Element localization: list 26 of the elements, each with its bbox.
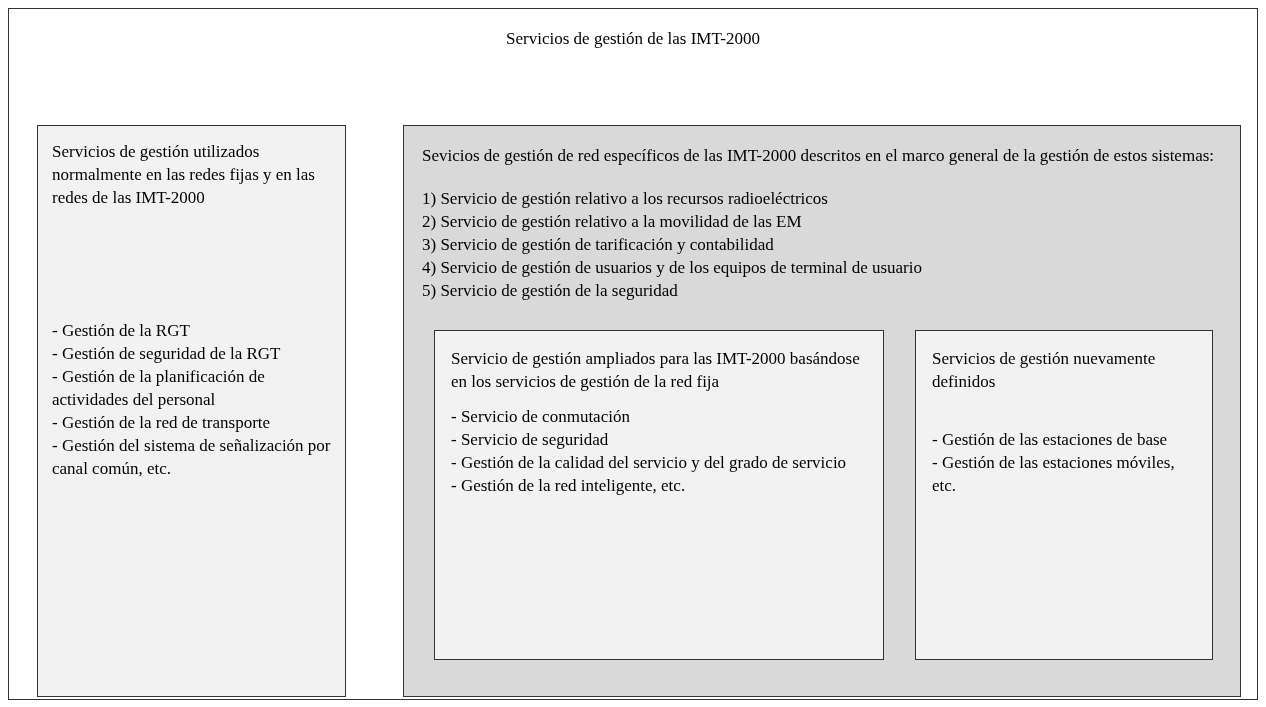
list-item: 5) Servicio de gestión de la seguridad [422,280,679,302]
list-item: - Gestión de las estaciones móviles, etc. [932,452,1176,497]
list-item: 3) Servicio de gestión de tarificación y contabilidad [422,234,775,256]
panel-heading: Servicios de gestión utilizados normalmente en las redes fijas y en las redes de las IMT-2000 [52,141,316,209]
list-item: 1) Servicio de gestión relativo a los recursos radioeléctricos [422,188,829,210]
list-item: - Gestión del sistema de señalización por canal común, etc. [52,435,331,480]
list-item: - Servicio de conmutación [451,406,631,428]
panel-heading: Servicio de gestión ampliados para las IMT-2000 basándose en los servicios de gestión de la red fija [451,348,861,393]
list-item: - Gestión de seguridad de la RGT [52,343,282,365]
panel-heading: Servicios de gestión nuevamente definidos [932,348,1157,393]
list-item: 4) Servicio de gestión de usuarios y de los equipos de terminal de usuario [422,257,923,279]
list-item: - Gestión de las estaciones de base [932,429,1169,451]
panel-heading: Sevicios de gestión de red específicos de las IMT-2000 descritos en el marco general de la gestión de estos sistemas: [422,145,1215,167]
service-panel [37,125,346,697]
diagram-frame [8,8,1258,700]
service-subpanel [434,330,884,660]
service-subpanel [915,330,1213,660]
list-item: - Gestión de la planificación de actividades del personal [52,366,266,411]
list-item: - Gestión de la red de transporte [52,412,272,434]
list-item: - Gestión de la red inteligente, etc. [451,475,687,497]
list-item: - Servicio de seguridad [451,429,610,451]
list-item: - Gestión de la RGT [52,320,191,342]
list-item: - Gestión de la calidad del servicio y del grado de servicio [451,452,848,474]
panel-heading: Servicios de gestión de las IMT-2000 [505,28,761,50]
service-panel [403,125,1241,697]
list-item: 2) Servicio de gestión relativo a la movilidad de las EM [422,211,803,233]
